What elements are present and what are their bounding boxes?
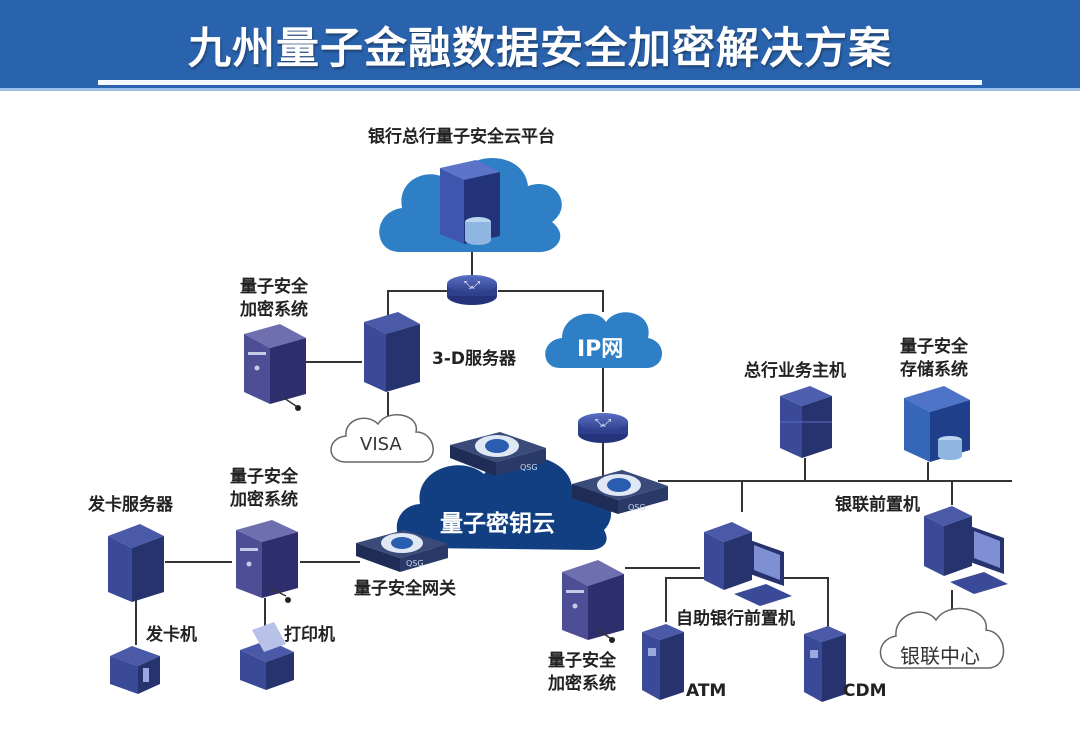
svg-text:QSG: QSG: [520, 463, 538, 472]
visa-label: VISA: [360, 434, 402, 455]
header-banner: 九州量子金融数据安全加密解决方案: [0, 0, 1080, 88]
ip-network-label: IP网: [577, 337, 624, 362]
title-underline: [98, 80, 982, 85]
self-service-front-pc-icon: [704, 522, 792, 606]
qsg-device-top: QSG: [450, 432, 546, 476]
link-router-ip: [498, 290, 604, 312]
link-selfservice-cdm: [780, 577, 829, 632]
quantum-gateway-label: 量子安全网关: [354, 579, 456, 599]
card-issuing-server-icon: [108, 524, 164, 602]
hq-server-icon: [440, 160, 500, 245]
card-issuing-server-label: 发卡服务器: [88, 495, 173, 515]
svg-text:⤡⤢: ⤡⤢: [595, 418, 611, 429]
banner-edge: [0, 88, 1080, 91]
label-line: 量子安全: [548, 651, 616, 671]
svg-text:QSG: QSG: [628, 503, 646, 512]
printer-icon: [240, 622, 294, 690]
card-issuer-icon: [110, 646, 160, 694]
encryption-server-icon-top: [244, 324, 306, 411]
encryption-system-bottom-label: 量子安全 加密系统: [548, 650, 616, 696]
server-3d-icon: [364, 312, 420, 392]
encryption-system-left-label: 量子安全 加密系统: [230, 466, 298, 512]
link-selfservice-atm: [665, 577, 705, 622]
label-line: 加密系统: [230, 490, 298, 510]
cdm-icon: [804, 626, 846, 702]
server-3d-label: 3-D服务器: [432, 349, 516, 369]
secure-storage-label: 量子安全 存储系统: [900, 336, 968, 382]
hq-cloud: [379, 157, 562, 253]
secure-storage-icon: [904, 386, 970, 462]
card-issuer-label: 发卡机: [146, 625, 197, 645]
quantum-key-cloud: [396, 456, 612, 550]
svg-text:⤡⤢: ⤡⤢: [464, 280, 480, 291]
qsg-device-right: QSG: [572, 470, 668, 514]
unionpay-center-cloud: [879, 607, 1005, 669]
router-icon-top: ⤡⤢: [447, 275, 497, 305]
quantum-key-cloud-label: 量子密钥云: [440, 511, 555, 537]
label-line: 量子安全: [230, 467, 298, 487]
unionpay-center-label: 银联中心: [900, 644, 980, 668]
printer-label: 打印机: [284, 625, 335, 645]
hq-business-host-icon: [780, 386, 832, 458]
encryption-server-icon-left: [236, 520, 298, 603]
label-line: 存储系统: [900, 360, 968, 380]
encryption-server-icon-bottom: [562, 560, 624, 643]
label-line: 加密系统: [240, 300, 308, 320]
qsg-device-gateway: QSG: [356, 530, 448, 572]
atm-icon: [642, 624, 684, 700]
unionpay-front-label: 银联前置机: [835, 495, 920, 515]
label-line: 量子安全: [900, 337, 968, 357]
page-title: 九州量子金融数据安全加密解决方案: [188, 24, 892, 74]
encryption-system-top-label: 量子安全 加密系统: [240, 276, 308, 322]
cdm-label: CDM: [843, 681, 887, 701]
svg-text:QSG: QSG: [406, 559, 424, 568]
visa-cloud: [330, 414, 434, 463]
ip-network-cloud: [545, 312, 663, 368]
hq-business-host-label: 总行业务主机: [744, 361, 846, 381]
hq-cloud-platform-label: 银行总行量子安全云平台: [368, 127, 555, 147]
connection-lines: [135, 245, 1012, 645]
label-line: 加密系统: [548, 674, 616, 694]
label-line: 量子安全: [240, 277, 308, 297]
router-icon-mid: ⤡⤢: [578, 413, 628, 443]
self-service-front-label: 自助银行前置机: [676, 609, 795, 629]
unionpay-front-pc-icon: [924, 506, 1008, 594]
atm-label: ATM: [686, 681, 727, 701]
